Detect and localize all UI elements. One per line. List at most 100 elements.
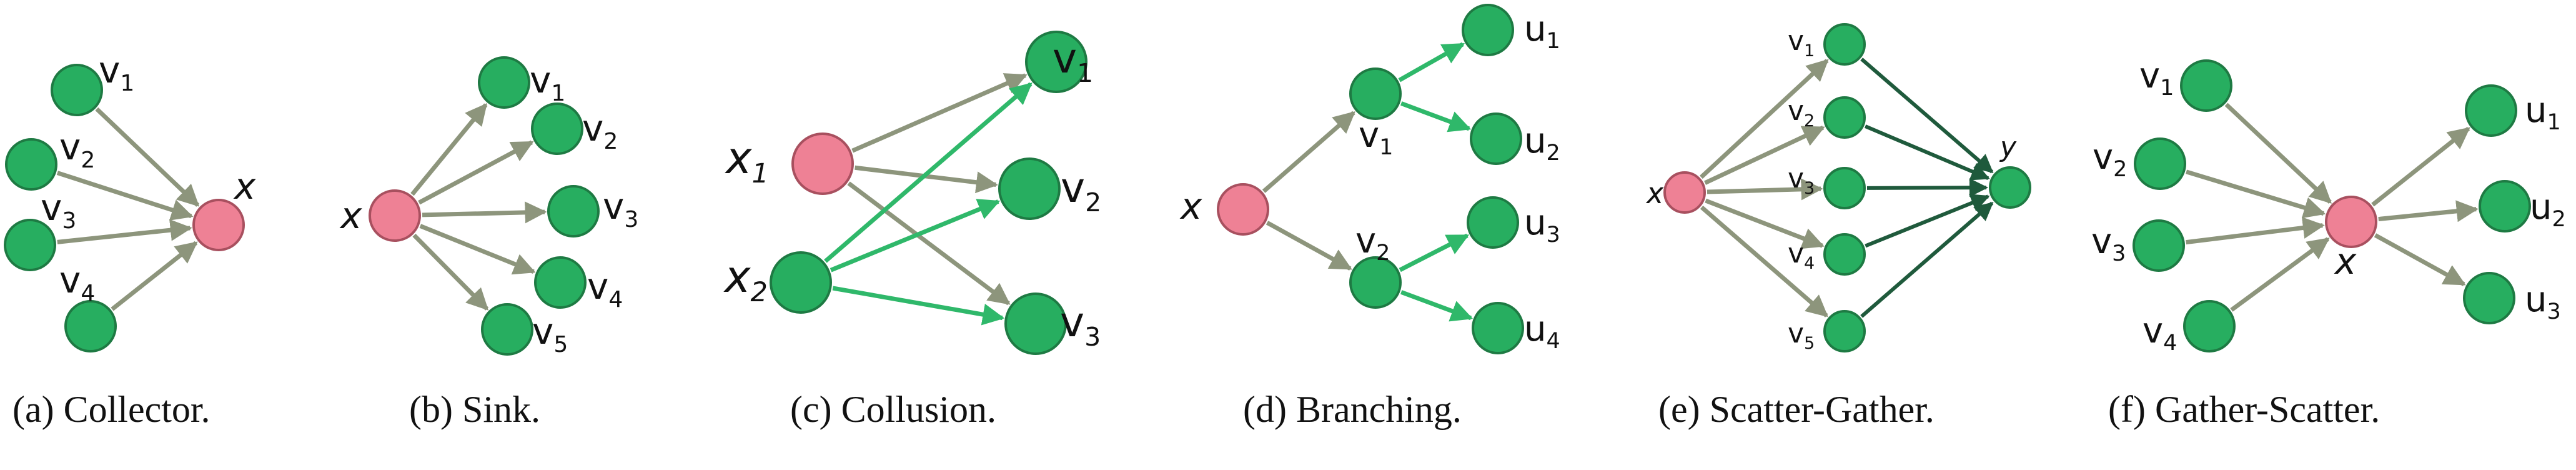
edge-v2-to-u3 (1399, 233, 1470, 272)
node-v2 (1823, 96, 1866, 139)
node-label-x: x (233, 165, 256, 208)
node-x (1663, 171, 1706, 214)
node-label-v1: v1 (1359, 115, 1393, 160)
node-label-y: y (1999, 131, 2017, 163)
node-label-v3: v3 (2091, 221, 2126, 266)
node-v5 (481, 303, 533, 356)
node-label-v2: v2 (2093, 137, 2127, 182)
node-label-x: x (339, 194, 362, 237)
node-v2 (998, 158, 1061, 220)
edge-x-to-v2 (418, 140, 534, 205)
node-v4 (64, 300, 117, 352)
node-v4 (1823, 233, 1866, 276)
node-label-u2: u2 (2530, 187, 2566, 232)
edge-x2-to-v2 (830, 199, 1001, 272)
node-label-v2: v2 (1355, 221, 1390, 266)
node-u3 (1467, 196, 1519, 249)
edge-x-to-v3 (1707, 178, 1823, 201)
node-x (1217, 183, 1269, 236)
node-x (192, 199, 245, 251)
edge-x-to-v4 (419, 224, 536, 275)
panel-caption: (b) Sink. (409, 389, 540, 430)
node-label-u4: u4 (1524, 309, 1560, 354)
node-label-u2: u2 (1524, 121, 1560, 166)
edge-x-to-v1 (1262, 111, 1355, 193)
edge-v1-to-x (95, 107, 200, 207)
node-v3 (547, 185, 600, 238)
panel-caption: (e) Scatter-Gather. (1658, 389, 1934, 430)
node-v2 (1349, 256, 1402, 309)
node-v3 (1004, 292, 1067, 355)
node-label-v2: v2 (582, 107, 618, 154)
panel-caption: (f) Gather-Scatter. (2108, 389, 2380, 430)
node-v2 (5, 138, 57, 191)
panel-caption: (c) Collusion. (790, 389, 996, 430)
edge-v4-to-x (2230, 237, 2330, 312)
node-u2 (1470, 112, 1522, 165)
node-v4 (534, 256, 587, 309)
node-v1 (1025, 31, 1087, 93)
node-x (2325, 196, 2377, 248)
edge-x-to-v2 (1704, 125, 1825, 185)
node-label-v2: v2 (59, 126, 95, 173)
node-label-v3: v3 (603, 185, 638, 232)
node-u2 (2479, 180, 2531, 232)
edge-x-to-v1 (1700, 59, 1829, 179)
edge-v2-to-y (1864, 124, 1990, 181)
edge-x-to-v5 (1700, 205, 1828, 318)
edge-x2-to-v1 (824, 82, 1033, 263)
node-v1 (2180, 59, 2232, 112)
node-v1 (51, 64, 103, 116)
edge-x-to-v2 (1266, 221, 1352, 271)
edge-v1-to-u2 (1400, 101, 1472, 132)
node-label-v5: v5 (532, 310, 568, 358)
node-label-v2: v2 (1788, 95, 1815, 131)
panel-caption: (d) Branching. (1243, 389, 1462, 430)
edge-v1-to-u1 (1398, 42, 1465, 82)
node-x (369, 189, 421, 242)
node-label-v3: v3 (1060, 298, 1101, 352)
edge-v3-to-x (57, 219, 192, 244)
node-u1 (1462, 4, 1514, 56)
edge-v2-to-u4 (1400, 290, 1474, 322)
node-label-v3: v3 (1788, 162, 1815, 198)
node-label-v1: v1 (1788, 25, 1815, 61)
node-v5 (1823, 310, 1866, 352)
node-label-x: x (2334, 240, 2357, 282)
node-v3 (2133, 219, 2185, 272)
edge-x-to-v5 (412, 233, 489, 311)
node-label-v1: v1 (1053, 34, 1093, 88)
node-label-v1: v1 (99, 49, 134, 96)
edge-v5-to-y (1860, 201, 1994, 318)
edge-x-to-u2 (2378, 200, 2479, 222)
node-label-v3: v3 (41, 186, 76, 234)
node-v4 (2183, 300, 2236, 352)
node-x1 (791, 132, 854, 195)
edge-x1-to-v1 (851, 73, 1028, 153)
node-v3 (4, 219, 56, 271)
node-label-v4: v4 (2143, 311, 2177, 356)
node-x2 (770, 251, 832, 314)
node-y (1989, 166, 2031, 209)
edge-v3-to-x (2186, 217, 2325, 245)
node-label-v2: v2 (1061, 164, 1101, 218)
node-label-u1: u1 (1524, 9, 1560, 54)
edge-x-to-v3 (422, 201, 547, 224)
node-v2 (531, 102, 583, 155)
node-label-x2: x2 (723, 251, 768, 308)
node-label-u1: u1 (2525, 90, 2561, 135)
node-u1 (2465, 84, 2517, 137)
edge-x-to-u1 (2371, 126, 2470, 207)
node-u4 (1472, 302, 1524, 354)
edge-v4-to-x (111, 241, 198, 311)
edge-x-to-v1 (410, 102, 488, 196)
edge-v1-to-x (2224, 102, 2332, 204)
edge-v4-to-y (1865, 194, 1990, 248)
node-label-v1: v1 (2139, 56, 2174, 101)
edge-x2-to-v3 (832, 286, 1005, 326)
